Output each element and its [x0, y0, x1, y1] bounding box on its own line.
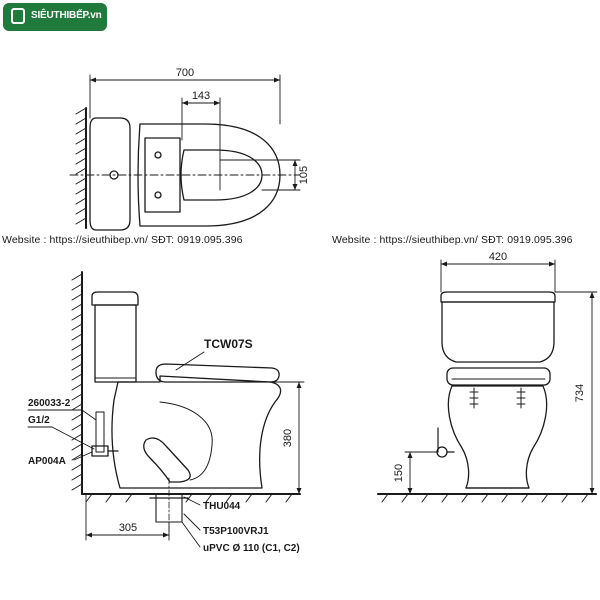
- side-supply-pipe: [95, 411, 105, 453]
- top-tank-outline: [89, 117, 131, 231]
- front-bolt-right: [516, 387, 526, 409]
- leader-thu044: [183, 496, 201, 506]
- part-label-thu044: THU044: [203, 501, 241, 512]
- side-bowl-inner: [159, 401, 213, 481]
- front-bowl: [447, 385, 548, 489]
- website-contact-right: Website : https://sieuthibep.vn/ SĐT: 09…: [332, 234, 573, 246]
- part-label-upvc: uPVC Ø 110 (C1, C2): [203, 543, 300, 554]
- leader-tcw07s: [175, 351, 205, 371]
- dim-105-arrow-t: [292, 160, 298, 166]
- side-tank-lid: [91, 291, 139, 306]
- side-floor-hatch: [85, 493, 293, 503]
- part-label-g12: G1/2: [28, 415, 50, 426]
- side-tank-body: [94, 304, 137, 383]
- dim-143-arrow-l: [182, 100, 188, 106]
- top-bowl-outline: [137, 123, 281, 227]
- top-wall-hatch: [75, 107, 87, 225]
- logo-icon: [11, 8, 25, 24]
- logo-text: SIÊUTHIBẾP.vn: [31, 10, 102, 21]
- dim-734-arrow-b: [589, 488, 595, 494]
- side-bowl-body: [111, 375, 282, 489]
- dim-143-arrow-r: [214, 100, 220, 106]
- dim-380-label: 380: [282, 429, 294, 447]
- dim-420-label: 420: [489, 251, 507, 263]
- dim-700-arrow-r: [274, 77, 280, 83]
- side-seat-cover: [155, 363, 280, 383]
- dim-105-arrow-b: [292, 184, 298, 190]
- website-contact-left: Website : https://sieuthibep.vn/ SĐT: 09…: [2, 234, 243, 246]
- dim-150-label: 150: [393, 464, 405, 482]
- leader-t53p: [183, 513, 201, 531]
- dim-700-label: 700: [176, 67, 194, 79]
- dim-150-arrow-t: [407, 452, 413, 458]
- front-bolt-left: [469, 387, 479, 409]
- dim-143-label: 143: [192, 90, 210, 102]
- dim-305-label: 305: [119, 522, 137, 534]
- part-label-ap004a: AP004A: [28, 456, 66, 467]
- leader-260033: [81, 409, 97, 421]
- dim-734-label: 734: [574, 384, 586, 402]
- dim-380-arrow-t: [296, 382, 302, 388]
- part-label-260033: 260033-2: [28, 398, 71, 409]
- top-seat-opening: [180, 149, 263, 201]
- front-tank-lid: [440, 291, 556, 303]
- side-trapway: [143, 437, 191, 483]
- dim-380-arrow-b: [296, 488, 302, 494]
- part-label-t53p: T53P100VRJ1: [203, 526, 269, 537]
- side-wall-hatch: [71, 273, 83, 491]
- brand-logo: SIÊUTHIBẾP.vn: [3, 3, 107, 31]
- dim-420-arrow-r: [549, 261, 555, 267]
- side-view: TCW07S 260033-2 G1/2 AP004A THU044 T53P1…: [27, 271, 305, 554]
- top-view: 700 143 105: [69, 67, 310, 231]
- dim-105-label: 105: [298, 166, 310, 184]
- front-seat: [446, 367, 551, 386]
- leader-g12: [51, 426, 95, 450]
- leader-upvc: [181, 521, 201, 548]
- dim-150-arrow-b: [407, 488, 413, 494]
- top-hinge-bolt-2: [154, 191, 162, 199]
- leader-ap004a: [73, 451, 93, 461]
- front-tank-body: [441, 301, 555, 363]
- dim-305-arrow-r: [163, 532, 169, 538]
- dim-700-arrow-l: [90, 77, 96, 83]
- dim-734-arrow-t: [589, 292, 595, 298]
- front-floor-hatch: [381, 493, 589, 503]
- side-valve-body: [91, 445, 109, 457]
- top-seat-hinge: [144, 137, 181, 213]
- seat-model-label: TCW07S: [204, 337, 253, 351]
- dim-305-arrow-l: [86, 532, 92, 538]
- top-hinge-bolt-1: [154, 151, 162, 159]
- front-view: 420 734 150: [377, 251, 598, 503]
- dim-420-arrow-l: [441, 261, 447, 267]
